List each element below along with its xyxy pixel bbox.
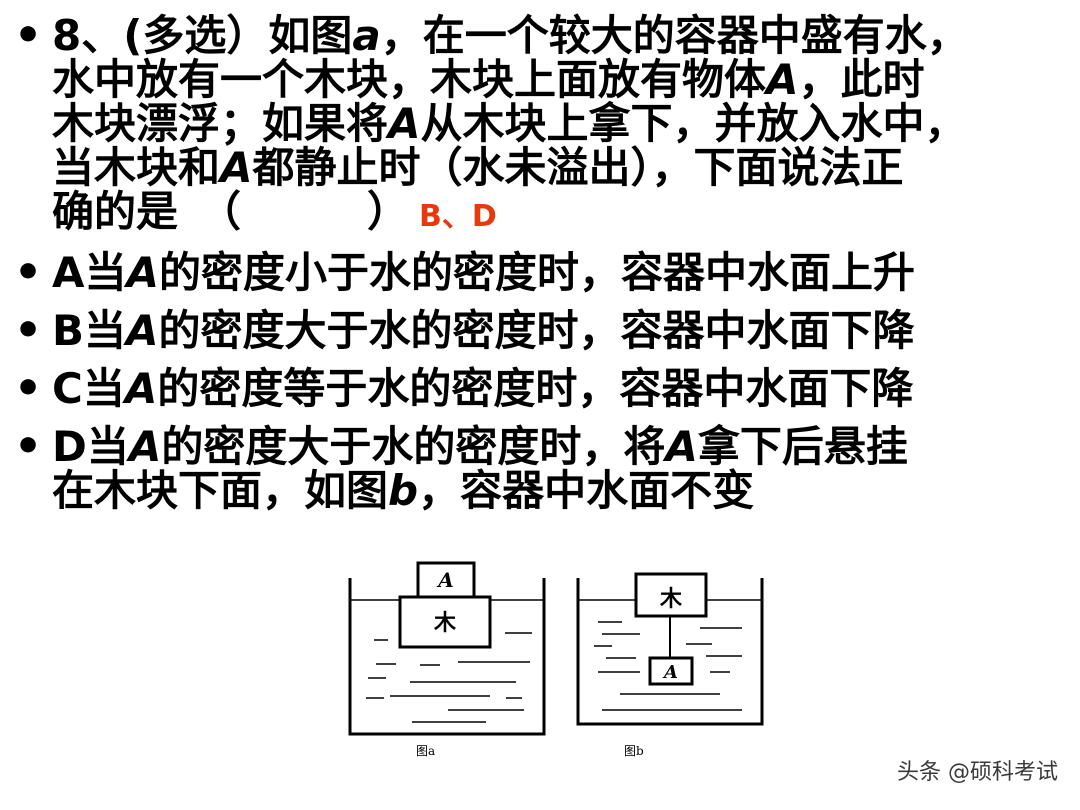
figure-a: [348, 561, 546, 736]
option-c-line: C当A的密度等于水的密度时，容器中水面下降: [52, 367, 1072, 411]
text-run: 的密度大于水的密度时，容器中水面下降: [158, 306, 915, 355]
figure-a-object-label: A: [436, 568, 454, 592]
text-run: ，此时: [798, 55, 925, 104]
text-run: 确的是 （ ）: [52, 187, 410, 236]
text-run: C当: [52, 364, 125, 413]
option-d-line-1: D当A的密度大于水的密度时，将A拿下后悬挂: [52, 425, 1072, 469]
object-a-box: [416, 561, 476, 599]
text-run: 当木块和: [52, 143, 221, 192]
question-line-1: 8、(多选）如图a，在一个较大的容器中盛有水，: [52, 14, 1072, 58]
text-run-italic: A: [124, 364, 158, 413]
figure-a-wood-label: 木: [433, 611, 457, 636]
text-run-italic: A: [388, 99, 421, 148]
question-line-5: 确的是 （ ） B、D: [52, 190, 1072, 239]
bullet-dot: •: [14, 421, 43, 472]
figure-a-caption: 图a: [416, 744, 436, 758]
object-a-hanging: [648, 656, 694, 686]
text-run-italic: A: [126, 248, 160, 297]
wood-block-a: [398, 595, 492, 649]
question-line-2: 水中放有一个木块，木块上面放有物体A，此时: [52, 58, 1072, 102]
bullet-dot: •: [14, 10, 43, 61]
text-run: D当: [52, 422, 129, 471]
answer-text: B、D: [419, 199, 497, 234]
figure-b-wood-label: 木: [659, 587, 683, 612]
water-lines-b: [594, 621, 742, 711]
container-a: [348, 578, 546, 736]
figure-b-object-label: A: [662, 662, 678, 683]
option-d: • D当A的密度大于水的密度时，将A拿下后悬挂 在木块下面，如图b，容器中水面不…: [12, 425, 1072, 513]
bullet-dot: •: [14, 247, 43, 298]
text-run-italic: A: [126, 306, 159, 355]
question-line-3: 木块漂浮；如果将A从木块上拿下，并放入水中，: [52, 102, 1072, 146]
figure-b-caption: 图b: [624, 744, 644, 758]
text-run: 的密度大于水的密度时，将: [161, 422, 666, 471]
text-run: B当: [52, 306, 127, 355]
option-c: • C当A的密度等于水的密度时，容器中水面下降: [12, 367, 1072, 411]
option-b-line: B当A的密度大于水的密度时，容器中水面下降: [52, 309, 1072, 353]
figure-b: [576, 572, 764, 726]
text-run: ，容器中水面不变: [418, 466, 755, 515]
option-b: • B当A的密度大于水的密度时，容器中水面下降: [12, 309, 1072, 353]
question-item: • 8、(多选）如图a，在一个较大的容器中盛有水， 水中放有一个木块，木块上面放…: [12, 14, 1072, 239]
text-run: 从木块上拿下，并放入水中，: [420, 99, 967, 148]
text-run-italic: A: [128, 422, 162, 471]
bullet-dot: •: [14, 363, 43, 414]
option-d-line-2: 在木块下面，如图b，容器中水面不变: [52, 469, 1072, 513]
text-run: 拿下后悬挂: [697, 422, 908, 471]
text-run: ，在一个较大的容器中盛有水，: [380, 11, 969, 60]
bullet-list: • 8、(多选）如图a，在一个较大的容器中盛有水， 水中放有一个木块，木块上面放…: [12, 14, 1072, 513]
text-run-italic: a: [352, 11, 381, 60]
text-run-italic: A: [665, 422, 698, 471]
text-run: 在木块下面，如图: [52, 466, 389, 515]
text-run-italic: A: [220, 143, 253, 192]
option-a-line: A当A的密度小于水的密度时，容器中水面上升: [52, 251, 1072, 295]
figure-illustrations: A 木: [348, 561, 764, 736]
text-run: A当: [52, 248, 127, 297]
container-b: [576, 578, 764, 726]
watermark: 头条 @硕科考试: [897, 760, 1058, 785]
figures: A 木: [340, 560, 780, 770]
question-line-4: 当木块和A都静止时（水未溢出），下面说法正: [52, 146, 1072, 190]
text-run-italic: A: [766, 55, 799, 104]
water-lines-a: [366, 632, 532, 723]
text-run: 的密度等于水的密度时，容器中水面下降: [157, 364, 914, 413]
text-run: 8、(多选）如图: [52, 11, 353, 60]
text-run-italic: b: [388, 466, 419, 515]
text-run: 水中放有一个木块，木块上面放有物体: [52, 55, 767, 104]
text-run: 木块漂浮；如果将: [52, 99, 389, 148]
option-a: • A当A的密度小于水的密度时，容器中水面上升: [12, 251, 1072, 295]
text-run: 都静止时（水未溢出），下面说法正: [252, 143, 904, 192]
text-run: 的密度小于水的密度时，容器中水面上升: [159, 248, 916, 297]
bullet-dot: •: [14, 305, 43, 356]
